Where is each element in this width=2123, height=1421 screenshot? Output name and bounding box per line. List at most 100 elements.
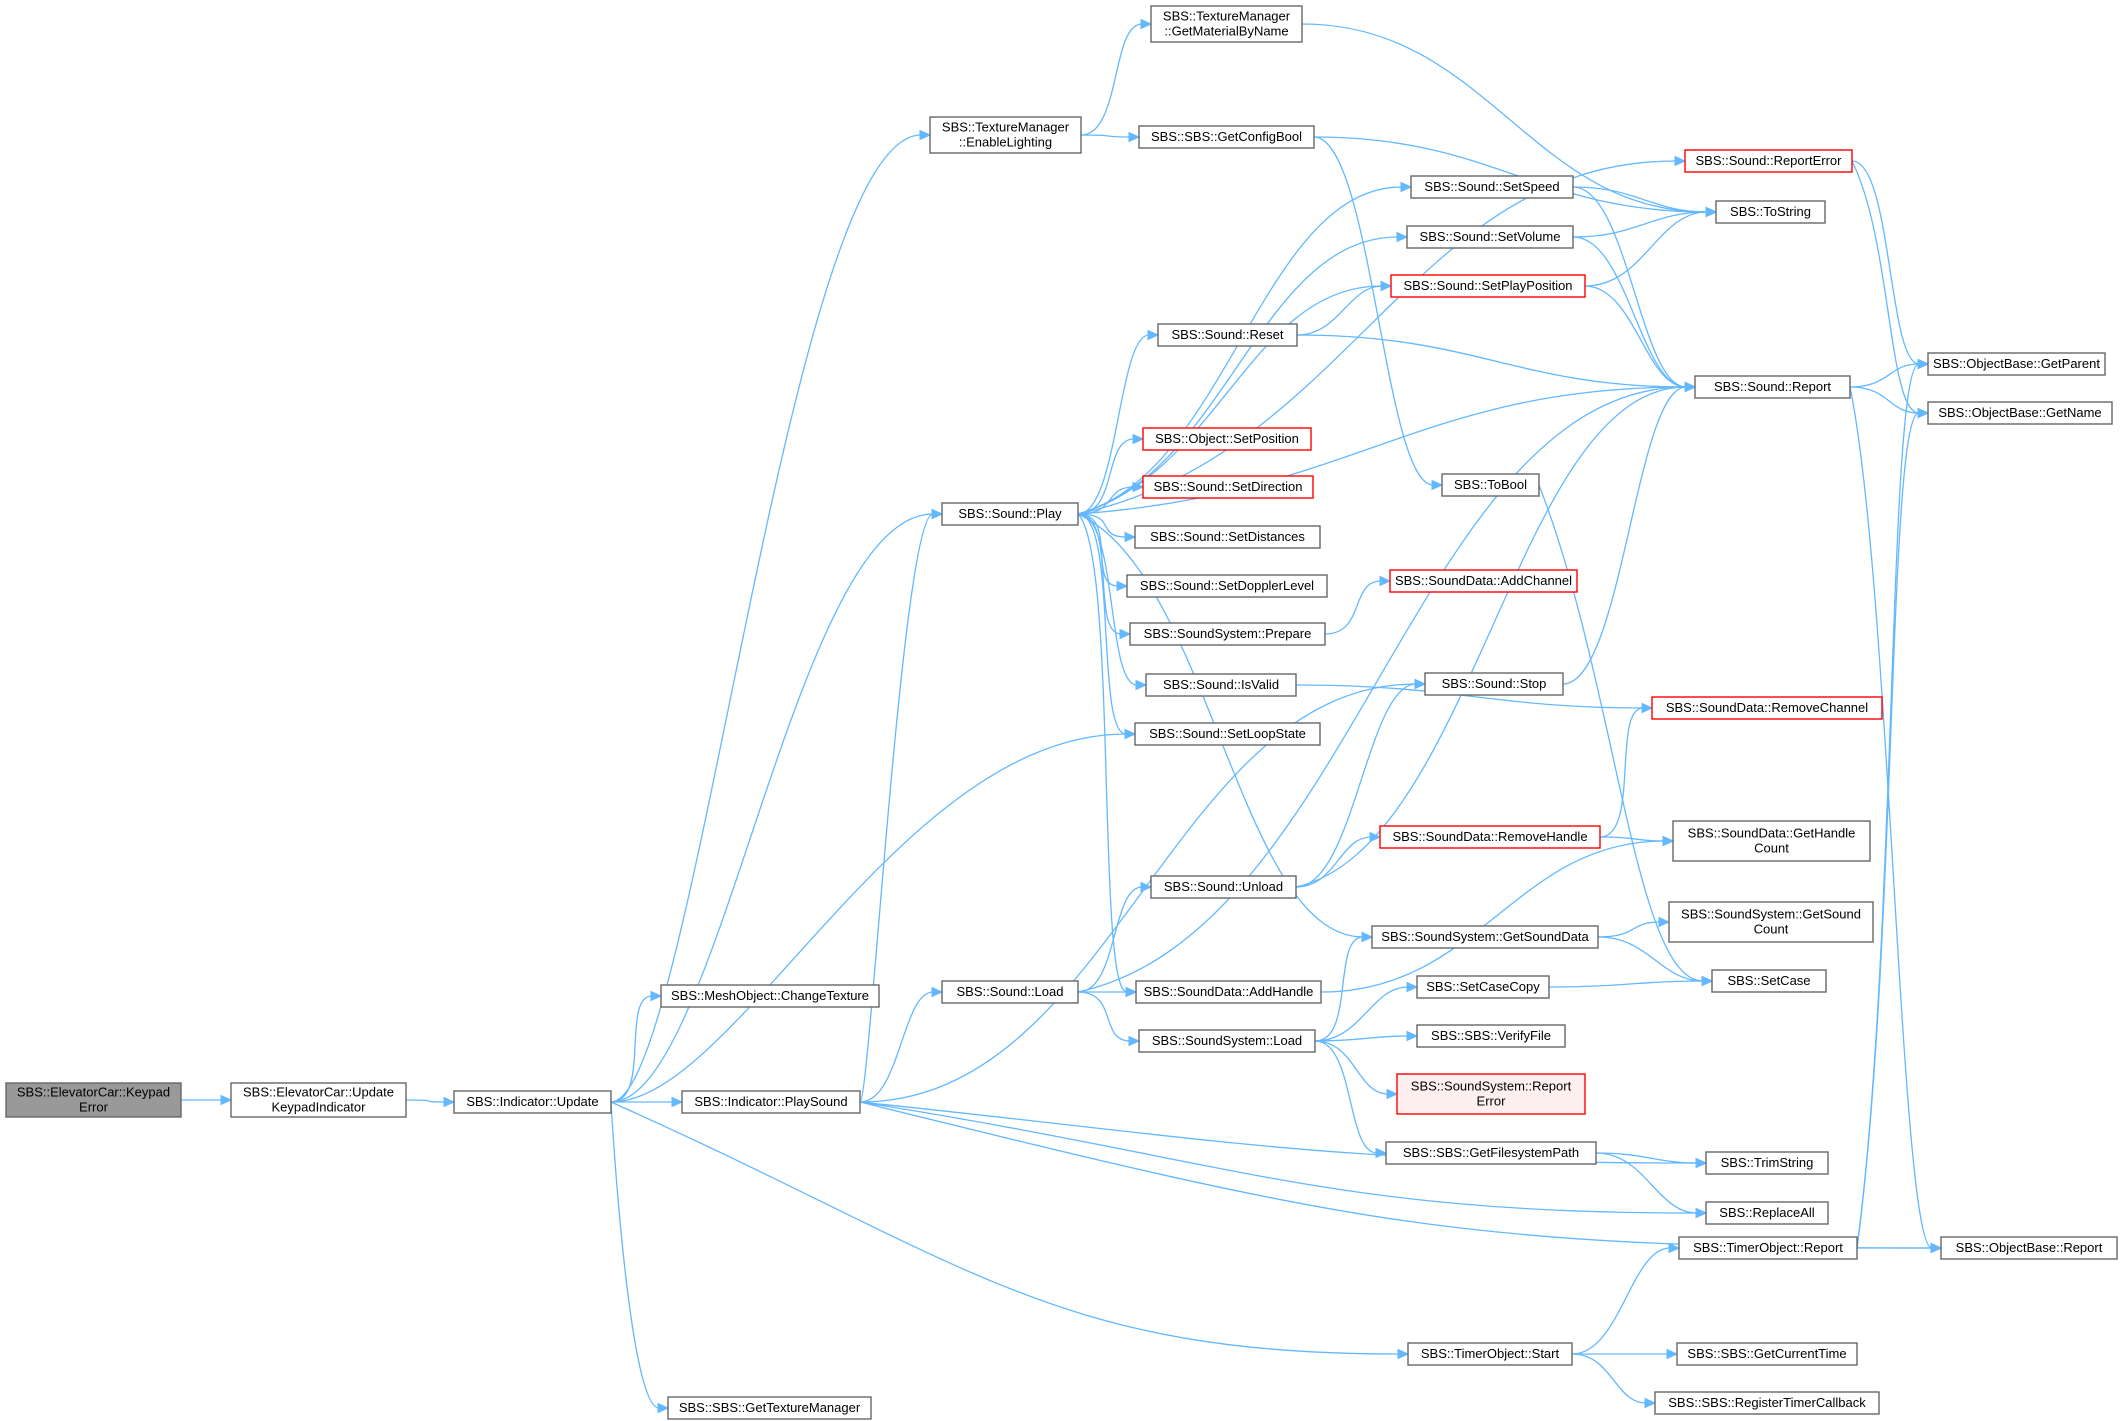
graph-node[interactable]: SBS::ReplaceAll — [1705, 1201, 1829, 1225]
graph-node[interactable]: SBS::ObjectBase::Report — [1940, 1236, 2118, 1260]
graph-node[interactable]: SBS::Sound::Load — [941, 980, 1079, 1004]
call-edge — [1595, 1152, 1698, 1214]
arrow-head-icon — [671, 1096, 684, 1108]
call-edge — [1301, 23, 1708, 213]
graph-node[interactable]: SBS::SoundSystem::Prepare — [1129, 622, 1326, 646]
call-edge — [1851, 160, 1920, 365]
graph-node[interactable]: SBS::Sound::Unload — [1150, 875, 1297, 899]
call-edge — [610, 513, 934, 1103]
node-box — [453, 1090, 612, 1114]
graph-node[interactable]: SBS::ToString — [1715, 200, 1826, 224]
graph-node[interactable]: SBS::SoundData::AddHandle — [1135, 980, 1322, 1004]
graph-node[interactable]: SBS::MeshObject::ChangeTexture — [660, 984, 880, 1008]
node-label: Error — [79, 1100, 109, 1115]
graph-node[interactable]: SBS::SBS::VerifyFile — [1416, 1024, 1566, 1048]
call-edge — [1571, 1353, 1647, 1404]
graph-node[interactable]: SBS::Indicator::PlaySound — [681, 1090, 861, 1114]
graph-node[interactable]: SBS::Sound::SetDistances — [1134, 525, 1321, 549]
call-edge — [1077, 334, 1150, 515]
node-box — [1410, 175, 1574, 199]
graph-node[interactable]: SBS::SBS::GetConfigBool — [1138, 125, 1315, 149]
node-box — [1676, 1342, 1858, 1366]
arrow-head-icon — [1386, 1088, 1399, 1100]
arrow-head-icon — [1917, 407, 1930, 419]
graph-node[interactable]: SBS::ObjectBase::GetParent — [1927, 352, 2106, 376]
graph-node[interactable]: SBS::ToBool — [1441, 473, 1540, 497]
call-edge — [1077, 236, 1399, 515]
arrow-head-icon — [1684, 381, 1697, 393]
graph-node[interactable]: SBS::SBS::GetCurrentTime — [1676, 1342, 1858, 1366]
graph-node[interactable]: SBS::SetCaseCopy — [1416, 975, 1550, 999]
node-label: SBS::ElevatorCar::Update — [243, 1085, 394, 1100]
node-label: SBS::Sound::SetVolume — [1420, 229, 1561, 244]
graph-node[interactable]: SBS::TrimString — [1705, 1151, 1829, 1175]
node-label: SBS::SoundSystem::Load — [1152, 1033, 1302, 1048]
graph-node[interactable]: SBS::TimerObject::Report — [1678, 1236, 1858, 1260]
graph-node[interactable]: SBS::Sound::SetLoopState — [1134, 722, 1321, 746]
node-label: SBS::Sound::Stop — [1442, 676, 1547, 691]
graph-node[interactable]: SBS::Sound::SetVolume — [1406, 225, 1574, 249]
node-box — [667, 1396, 872, 1420]
graph-node[interactable]: SBS::Sound::Stop — [1424, 672, 1564, 696]
node-box — [1138, 125, 1315, 149]
graph-node[interactable]: SBS::TextureManager::GetMaterialByName — [1150, 5, 1303, 43]
graph-node[interactable]: SBS::Sound::IsValid — [1145, 673, 1297, 697]
graph-node[interactable]: SBS::SoundSystem::ReportError — [1396, 1073, 1586, 1115]
arrow-head-icon — [1668, 1242, 1681, 1254]
node-box — [941, 980, 1079, 1004]
node-box — [1441, 473, 1540, 497]
graph-node[interactable]: SBS::SetCase — [1711, 969, 1827, 993]
node-box — [1126, 574, 1328, 598]
node-box — [1424, 672, 1564, 696]
graph-node[interactable]: SBS::SoundData::RemoveHandle — [1379, 825, 1601, 849]
call-edge — [1562, 386, 1687, 685]
graph-node[interactable]: SBS::Sound::Play — [941, 502, 1079, 526]
node-label: SBS::SoundData::RemoveChannel — [1666, 700, 1868, 715]
node-box — [1684, 149, 1853, 173]
call-edge — [859, 991, 934, 1103]
graph-node[interactable]: SBS::SoundData::AddChannel — [1389, 569, 1578, 593]
graph-node[interactable]: SBS::SBS::GetTextureManager — [667, 1396, 872, 1420]
call-edge — [1597, 921, 1661, 938]
arrow-head-icon — [1132, 481, 1145, 493]
arrow-head-icon — [1124, 728, 1137, 740]
graph-node[interactable]: SBS::SoundSystem::GetSoundData — [1371, 925, 1599, 949]
graph-node[interactable]: SBS::Sound::SetSpeed — [1410, 175, 1574, 199]
graph-node[interactable]: SBS::Sound::SetDirection — [1142, 475, 1314, 499]
graph-node[interactable]: SBS::Sound::SetPlayPosition — [1390, 274, 1586, 298]
call-edge — [1077, 886, 1143, 993]
graph-node[interactable]: SBS::Sound::ReportError — [1684, 149, 1853, 173]
arrow-head-icon — [657, 1402, 670, 1414]
graph-node[interactable]: SBS::Sound::Report — [1694, 375, 1851, 399]
node-box — [1145, 673, 1297, 697]
node-label: Error — [1477, 1094, 1507, 1109]
graph-node[interactable]: SBS::Sound::SetDopplerLevel — [1126, 574, 1328, 598]
graph-node[interactable]: SBS::TimerObject::Start — [1407, 1342, 1573, 1366]
graph-node[interactable]: SBS::SoundSystem::Load — [1138, 1029, 1316, 1053]
graph-node[interactable]: SBS::SBS::GetFilesystemPath — [1385, 1141, 1597, 1165]
call-edge — [405, 1099, 446, 1103]
arrow-head-icon — [931, 986, 944, 998]
graph-node[interactable]: SBS::ObjectBase::GetName — [1927, 401, 2113, 425]
node-box — [1940, 1236, 2118, 1260]
call-edge — [1077, 285, 1383, 515]
graph-node[interactable]: SBS::SBS::RegisterTimerCallback — [1654, 1391, 1880, 1415]
call-edge — [1572, 186, 1687, 388]
arrow-head-icon — [1124, 531, 1137, 543]
graph-node[interactable]: SBS::Sound::Reset — [1157, 323, 1298, 347]
node-box — [1927, 401, 2113, 425]
node-label: SBS::ElevatorCar::Keypad — [17, 1085, 170, 1100]
node-box — [1668, 901, 1874, 943]
node-label: SBS::ObjectBase::GetParent — [1933, 356, 2100, 371]
graph-node[interactable]: SBS::TextureManager::EnableLighting — [929, 116, 1082, 154]
edges-layer — [180, 18, 1943, 1414]
node-label: SBS::SoundSystem::Prepare — [1144, 626, 1312, 641]
graph-node[interactable]: SBS::Object::SetPosition — [1142, 427, 1312, 451]
node-box — [1705, 1151, 1829, 1175]
graph-node[interactable]: SBS::SoundData::RemoveChannel — [1651, 696, 1883, 720]
graph-node[interactable]: SBS::Indicator::Update — [453, 1090, 612, 1114]
